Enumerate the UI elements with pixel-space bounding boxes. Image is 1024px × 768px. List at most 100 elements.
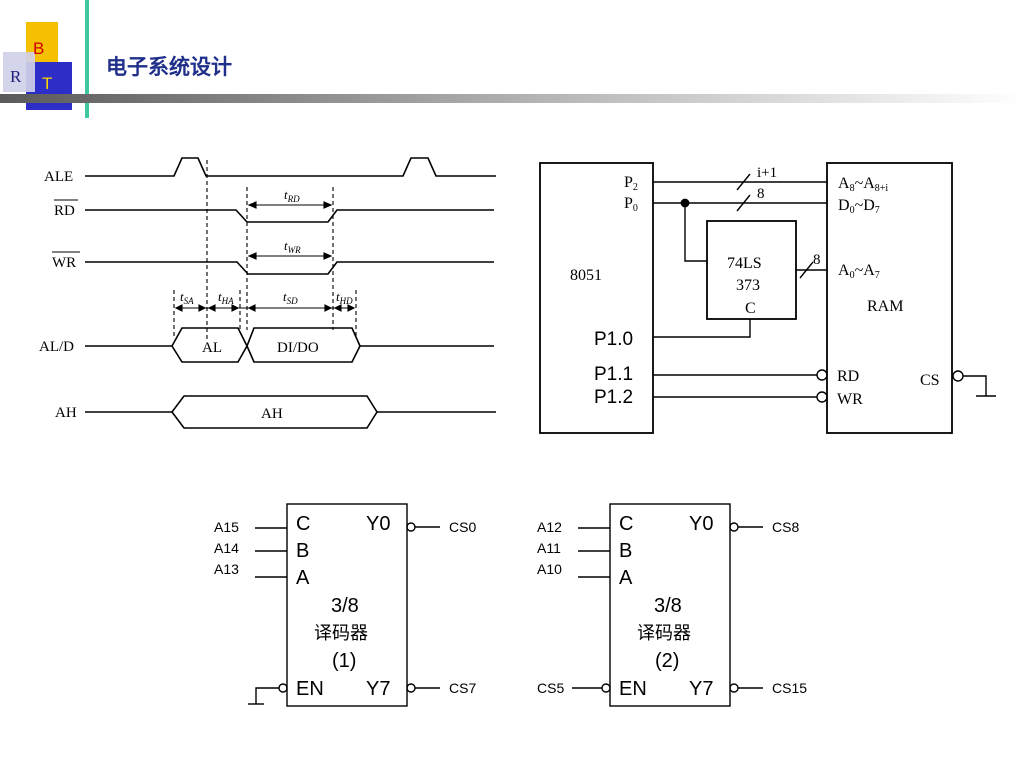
decoder-1-en-bubble xyxy=(278,683,288,693)
rd-bubble xyxy=(816,369,828,381)
logo-b-letter: B xyxy=(33,39,44,58)
rd-waveform xyxy=(85,209,494,223)
ram-name: RAM xyxy=(867,298,903,315)
decoder-2-input-1: A12 xyxy=(537,519,562,535)
cs-ground xyxy=(963,375,987,396)
decoder-1-input-3: A13 xyxy=(214,561,239,577)
ram-block xyxy=(826,162,953,434)
decoder-1-block xyxy=(286,503,408,707)
decoder-1-output-y0: CS0 xyxy=(449,519,476,535)
decoder-2-y0-bubble xyxy=(729,522,739,532)
signal-label-ald: AL/D xyxy=(39,339,74,355)
decoder-2-en-input: CS5 xyxy=(537,680,564,696)
p10-to-latch-c-line xyxy=(653,319,751,338)
decoder-2-pin-y0: Y0 xyxy=(689,513,713,535)
decoder-1-pin-a: A xyxy=(296,567,310,589)
decoder-2-input-2: A11 xyxy=(537,540,561,556)
p0-bus-slash xyxy=(736,194,751,212)
timing-diagram xyxy=(85,157,496,429)
timing-dimension-arrows xyxy=(174,201,356,312)
bus-label-ah: AH xyxy=(261,406,283,422)
decoder-1-pin-en: EN xyxy=(296,678,324,700)
pin-p2: P2 xyxy=(624,174,638,193)
pin-p11: P1.1 xyxy=(594,364,633,385)
ram-cs-pin: CS xyxy=(920,372,940,389)
decoder-1-type: 3/8 xyxy=(331,595,359,617)
ald-waveform xyxy=(85,327,494,363)
p0-to-latch-line xyxy=(684,203,707,262)
decoder-2-pin-c: C xyxy=(619,513,633,535)
param-t-sa: tSA xyxy=(180,289,194,306)
decoder-2-en-bubble xyxy=(601,683,611,693)
decoder-2-output-y0: CS8 xyxy=(772,519,799,535)
decoder-2-output-y7: CS15 xyxy=(772,680,807,696)
logo-r-block xyxy=(3,52,35,92)
wr-waveform xyxy=(85,261,494,275)
logo-r-letter: R xyxy=(10,67,22,86)
bus-width-p2: i+1 xyxy=(757,165,777,181)
decoder-1-index: (1) xyxy=(332,650,356,672)
signal-label-rd: RD xyxy=(54,203,75,219)
decoder-1-pin-c: C xyxy=(296,513,310,535)
latch-bus-slash xyxy=(799,261,814,279)
logo-t-letter: T xyxy=(42,74,52,93)
memory-circuit xyxy=(539,162,996,434)
decoder-2-pin-a: A xyxy=(619,567,633,589)
wr-bubble xyxy=(816,391,828,403)
pin-p0: P0 xyxy=(624,195,638,214)
bus-label-al: AL xyxy=(202,340,222,356)
decoder-1-pin-y0: Y0 xyxy=(366,513,390,535)
signal-label-ale: ALE xyxy=(44,169,73,185)
param-t-hd: tHD xyxy=(336,289,353,306)
decoder-1-pin-y7: Y7 xyxy=(366,678,390,700)
mcu-8051-block xyxy=(539,162,654,434)
ram-addr-high: A8~A8+i xyxy=(838,175,888,194)
decoder-1-y7-bubble xyxy=(406,683,416,693)
decoder-2-y7-bubble xyxy=(729,683,739,693)
timing-dashed-lines xyxy=(173,160,357,340)
p2-bus-slash xyxy=(736,173,751,191)
ram-wr-pin: WR xyxy=(837,391,863,408)
bus-label-dido: DI/DO xyxy=(277,340,319,356)
decoder-2-pin-y7: Y7 xyxy=(689,678,713,700)
bus-width-p0: 8 xyxy=(757,186,765,202)
cs-bubble xyxy=(952,370,964,382)
latch-c-pin: C xyxy=(745,300,756,317)
param-t-sd: tSD xyxy=(283,289,298,306)
mcu-name: 8051 xyxy=(570,267,602,284)
ah-waveform xyxy=(85,395,496,429)
ram-rd-pin: RD xyxy=(837,368,859,385)
header-gradient-bar xyxy=(0,94,1024,103)
decoder-1-y0-bubble xyxy=(406,522,416,532)
decoder-1-en-ground xyxy=(255,687,279,704)
decoder-1-pin-b: B xyxy=(296,540,309,562)
ram-data: D0~D7 xyxy=(838,197,880,216)
signal-label-ah: AH xyxy=(55,405,77,421)
latch-line1: 74LS xyxy=(727,255,762,272)
param-t-rd: tRD xyxy=(284,187,300,204)
decoder-2-block xyxy=(609,503,731,707)
decoder-1-input-2: A14 xyxy=(214,540,239,556)
param-t-ha: tHA xyxy=(218,289,234,306)
decoder-2-type: 3/8 xyxy=(654,595,682,617)
bus-width-latch: 8 xyxy=(813,252,821,268)
decoder-2-pin-en: EN xyxy=(619,678,647,700)
decoder-2-pin-b: B xyxy=(619,540,632,562)
page-title: 电子系统设计 xyxy=(106,55,232,79)
latch-line2: 373 xyxy=(736,277,760,294)
ram-addr-low: A0~A7 xyxy=(838,262,880,281)
decoder-2-index: (2) xyxy=(655,650,679,672)
decoder-1: A15 A14 A13 CS0 CS7 C B A Y0 EN Y7 3/8 (… xyxy=(214,503,476,707)
decoder-2-input-3: A10 xyxy=(537,561,562,577)
param-t-wr: tWR xyxy=(284,238,301,255)
vertical-accent-line xyxy=(85,0,89,118)
signal-label-wr: WR xyxy=(52,255,76,271)
decoder-1-input-1: A15 xyxy=(214,519,239,535)
p0-junction-dot xyxy=(680,198,690,208)
brt-logo: B R T xyxy=(3,22,72,110)
pin-p12: P1.2 xyxy=(594,387,633,408)
pin-p10: P1.0 xyxy=(594,329,633,350)
decoder-1-name: 译码器 xyxy=(314,623,368,644)
decoder-2: A12 A11 A10 CS5 CS8 CS15 C B A Y0 EN Y7 … xyxy=(537,503,807,707)
ale-waveform xyxy=(85,157,496,177)
